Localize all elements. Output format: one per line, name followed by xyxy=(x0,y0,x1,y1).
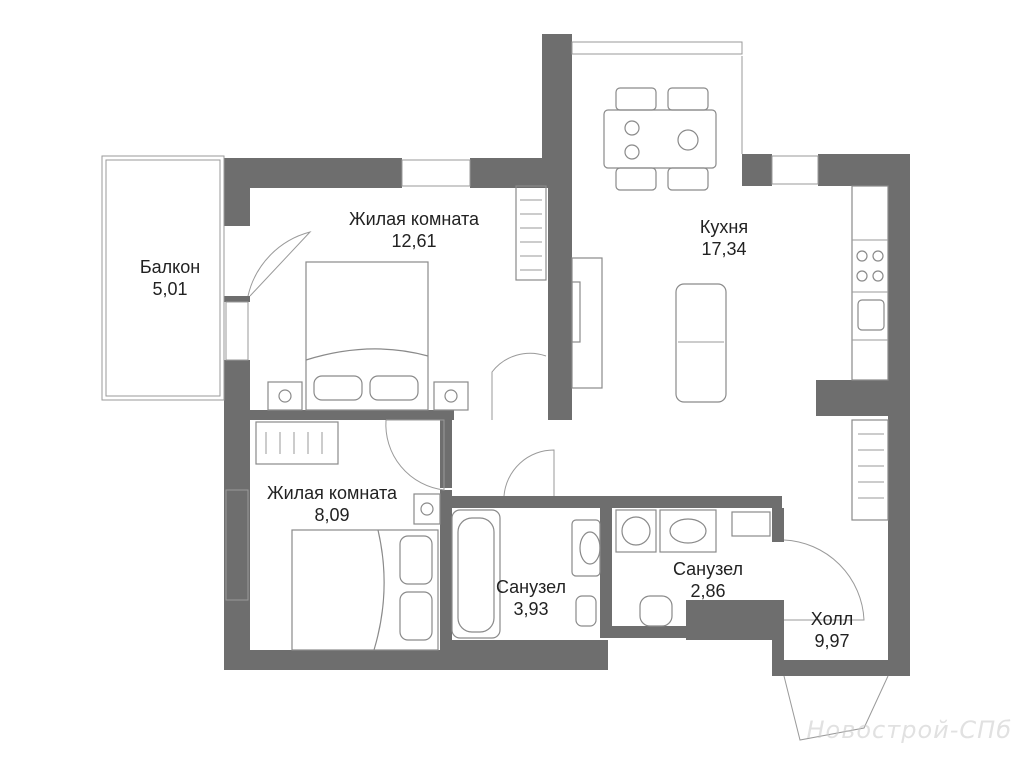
walls xyxy=(224,34,910,676)
room-label-living1: Жилая комната 12,61 xyxy=(349,208,479,252)
room-area: 8,09 xyxy=(314,505,350,525)
room-label-bath1: Санузел 3,93 xyxy=(496,576,566,620)
room-label-kitchen: Кухня 17,34 xyxy=(700,216,748,260)
room-area: 12,61 xyxy=(391,231,437,251)
room-area: 9,97 xyxy=(814,631,850,651)
bedroom2-furniture xyxy=(255,421,441,651)
room-name: Балкон xyxy=(139,257,201,277)
bedroom1-furniture xyxy=(267,185,603,411)
room-label-living2: Жилая комната 8,09 xyxy=(267,482,397,526)
doors xyxy=(247,231,889,741)
kitchen-furniture xyxy=(603,87,889,521)
bathroom-fixtures xyxy=(451,509,771,639)
windows xyxy=(225,41,819,601)
room-name: Санузел xyxy=(672,559,744,579)
room-area: 5,01 xyxy=(152,279,188,299)
room-label-hall: Холл 9,97 xyxy=(811,608,853,652)
room-name: Жилая комната xyxy=(348,209,480,229)
balcony xyxy=(101,155,225,401)
room-name: Холл xyxy=(810,609,854,629)
room-name: Санузел xyxy=(495,577,567,597)
room-label-balcony: Балкон 5,01 xyxy=(140,256,200,300)
room-label-bath2: Санузел 2,86 xyxy=(673,558,743,602)
room-area: 17,34 xyxy=(701,239,747,259)
watermark: Новострой-СПб xyxy=(806,716,1012,744)
room-name: Кухня xyxy=(699,217,749,237)
room-name: Жилая комната xyxy=(266,483,398,503)
room-area: 3,93 xyxy=(513,599,549,619)
room-area: 2,86 xyxy=(690,581,726,601)
